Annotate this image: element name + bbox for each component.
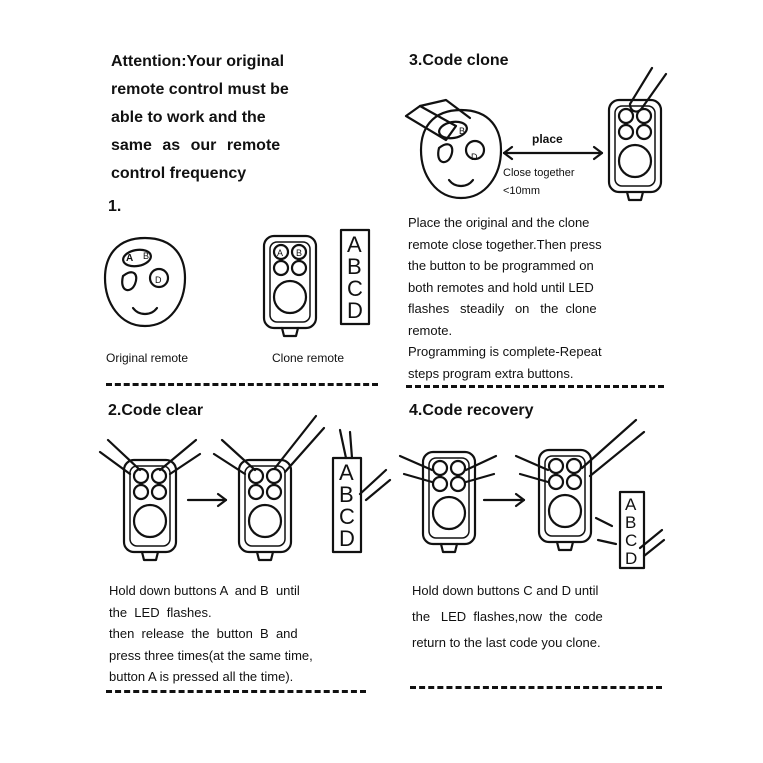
indicator-a: A	[625, 495, 637, 514]
indicator-d: D	[625, 549, 637, 568]
step3-line: steps program extra buttons.	[408, 365, 574, 381]
hand-pressing-icon	[398, 454, 434, 484]
step3-title: 3.Code clone	[409, 52, 509, 69]
button-b-label: B	[143, 251, 149, 261]
abcd-indicator: A B C D	[331, 428, 392, 554]
step3-line: both remotes and hold until LED	[408, 279, 594, 295]
indicator-c: C	[347, 276, 363, 301]
close-together-label: Close together	[503, 167, 575, 179]
step2-title: 2.Code clear	[108, 402, 204, 419]
indicator-d: D	[339, 526, 355, 551]
step4-title: 4.Code recovery	[409, 402, 534, 419]
button-d-label: D	[471, 152, 478, 162]
attention-line: able to work and the	[111, 109, 266, 126]
attention-line: control frequency	[111, 165, 247, 182]
indicator-d: D	[347, 298, 363, 323]
arrow-right-icon	[482, 492, 526, 508]
hand-pressing-icon	[514, 454, 550, 484]
hand-pressing-icon	[594, 516, 618, 546]
button-a-label: A	[126, 253, 133, 264]
indicator-a: A	[347, 232, 362, 257]
step3-line: remote.	[408, 322, 453, 338]
original-remote-icon: A B D	[103, 236, 187, 328]
original-remote-label: Original remote	[106, 351, 189, 365]
step3-line: flashes steadily on the clone	[408, 301, 597, 316]
step2-line: button A is pressed all the time).	[109, 669, 294, 684]
button-b-label: B	[296, 248, 302, 258]
clone-remote-icon: A B	[262, 234, 318, 338]
place-label: place	[532, 132, 563, 146]
indicator-a: A	[339, 460, 354, 485]
clone-remote-icon	[212, 414, 326, 562]
step2-line: press three times(at the same time,	[109, 647, 313, 663]
indicator-b: B	[347, 254, 362, 279]
distance-label: <10mm	[503, 185, 540, 197]
place-arrow-icon	[502, 145, 604, 161]
abcd-indicator: A B C D	[339, 228, 371, 326]
step4-line: return to the last code you clone.	[412, 635, 601, 650]
arrow-right-icon	[186, 492, 228, 508]
attention-line: same as our remote	[111, 137, 281, 154]
clone-remote-icon	[98, 438, 202, 562]
abcd-indicator: A B C D	[594, 490, 666, 570]
indicator-c: C	[339, 504, 355, 529]
divider	[406, 385, 664, 388]
indicator-c: C	[625, 531, 637, 550]
hand-pressing-icon	[404, 104, 458, 142]
button-b-label: B	[459, 126, 465, 136]
step3-line: Place the original and the clone	[408, 215, 590, 230]
clone-remote-icon	[607, 66, 668, 202]
clone-original-remote-icon: B D	[404, 98, 503, 200]
attention-line: remote control must be	[111, 81, 289, 98]
step3-line: remote close together.Then press	[408, 236, 602, 252]
step4-line: Hold down buttons C and D until	[412, 583, 599, 598]
clone-remote-icon	[514, 418, 646, 552]
clone-remote-icon	[398, 450, 498, 554]
divider	[106, 690, 366, 693]
indicator-b: B	[339, 482, 354, 507]
attention-line: Attention:Your original	[111, 53, 285, 70]
hand-pressing-icon	[98, 438, 142, 476]
button-a-label: A	[277, 248, 283, 258]
clone-remote-label: Clone remote	[272, 351, 345, 365]
divider	[410, 686, 662, 689]
button-d-label: D	[155, 275, 162, 285]
step3-line: Programming is complete-Repeat	[408, 344, 602, 359]
step2-line: Hold down buttons A and B until	[109, 583, 300, 598]
step3-line: the button to be programmed on	[408, 258, 594, 273]
step4-line: the LED flashes,now the code	[412, 609, 603, 624]
hand-pressing-icon	[338, 428, 354, 460]
indicator-b: B	[625, 513, 636, 532]
step1-number: 1.	[108, 198, 122, 215]
step2-line: then release the button B and	[109, 626, 298, 641]
hand-pressing-icon	[212, 438, 257, 476]
step2-line: the LED flashes.	[109, 604, 212, 620]
divider	[106, 383, 378, 386]
